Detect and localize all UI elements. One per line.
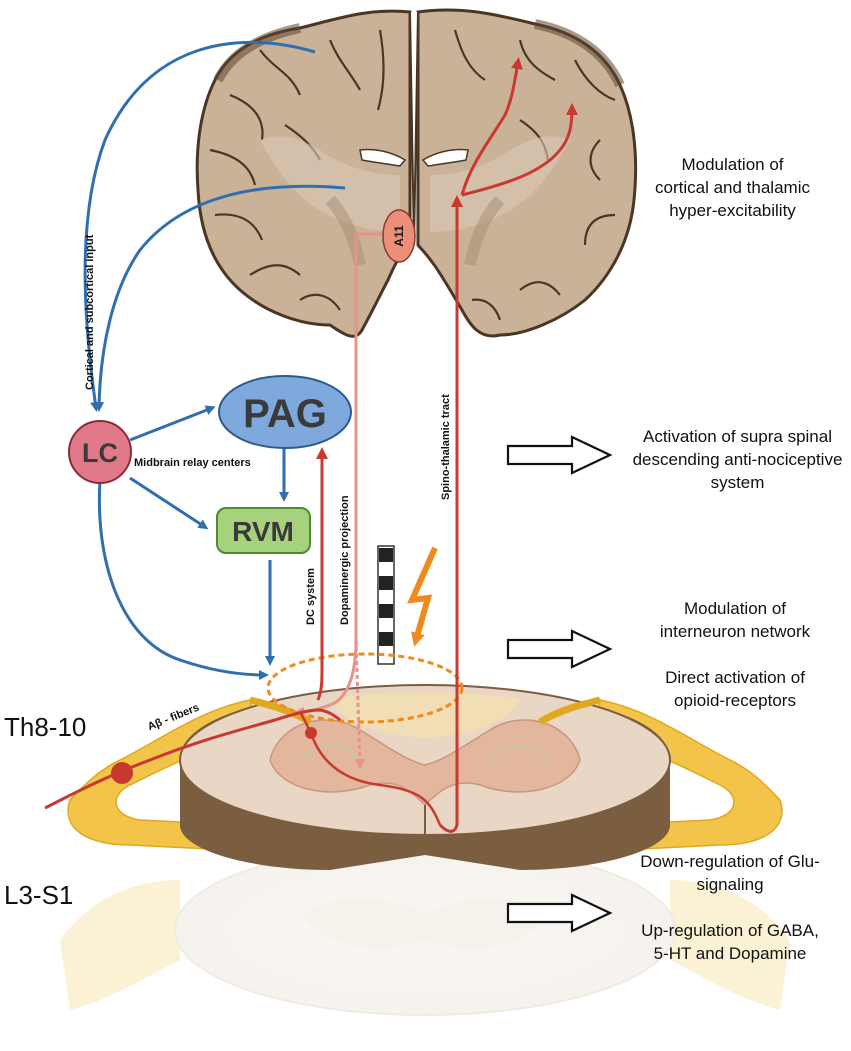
lc-node: LC <box>68 420 132 484</box>
rvm-label: RVM <box>232 516 294 547</box>
dorsal-root-ganglion <box>111 762 133 784</box>
upper-spinal-segment <box>67 684 783 870</box>
hollow-arrow-neurotransmitter <box>506 893 613 933</box>
midbrain-relay-label: Midbrain relay centers <box>134 457 251 469</box>
rvm-node: RVM <box>216 507 311 554</box>
brain-coronal-section <box>195 8 638 338</box>
lc-to-cord-path <box>97 479 269 680</box>
stimulation-field <box>266 652 464 724</box>
dopaminergic-projection-label: Dopaminergic projection <box>339 495 351 625</box>
a-beta-fiber-path <box>44 708 341 810</box>
dc-system-path <box>316 447 328 701</box>
thalamocortical-path-2 <box>461 103 578 197</box>
a11-node: A11 <box>382 209 416 263</box>
stimulation-electrode <box>377 545 395 665</box>
lc-label: LC <box>82 438 118 468</box>
effect-opioid-text: Direct activation of opioid-receptors <box>665 668 805 710</box>
effect-gaba-text: Up-regulation of GABA, 5-HT and Dopamine <box>641 921 819 963</box>
lateral-ventricle-left <box>359 148 407 167</box>
thalamocortical-path-1 <box>460 57 523 196</box>
hollow-arrow-supraspinal <box>506 435 613 475</box>
pag-label: PAG <box>243 392 327 436</box>
segment-l3-s1-label: L3-S1 <box>4 880 74 910</box>
cortical-input-path-inner <box>94 184 346 412</box>
hollow-arrow-interneuron <box>506 629 613 669</box>
lower-spinal-segment <box>60 844 790 1016</box>
spinothalamic-tract-path <box>438 195 463 833</box>
effect-glu-text: Down-regulation of Glu-signaling <box>640 852 820 894</box>
pag-node: PAG <box>218 375 352 449</box>
spinal-gray-matter <box>269 719 581 807</box>
cortical-input-path-outer <box>83 40 316 412</box>
spinothalamic-tract-label: Spino-thalamic tract <box>440 394 452 500</box>
stimulus-lightning-icon <box>407 546 438 647</box>
effect-supraspinal-text: Activation of supra spinal descending an… <box>632 427 843 492</box>
a11-label: A11 <box>392 225 406 247</box>
effect-cortical-text: Modulation of cortical and thalamic hype… <box>655 155 810 220</box>
segment-th8-10-label: Th8-10 <box>4 712 87 742</box>
dc-system-label: DC system <box>305 568 317 625</box>
blue-pathways <box>83 40 346 680</box>
cortical-input-label: Cortical and subcortical input <box>84 234 96 390</box>
lc-to-pag-path <box>129 405 216 442</box>
lateral-ventricle-right <box>421 148 469 167</box>
lc-to-rvm-path <box>129 476 209 530</box>
effect-arrows <box>506 435 613 933</box>
effect-interneuron-text: Modulation of interneuron network <box>659 599 811 641</box>
